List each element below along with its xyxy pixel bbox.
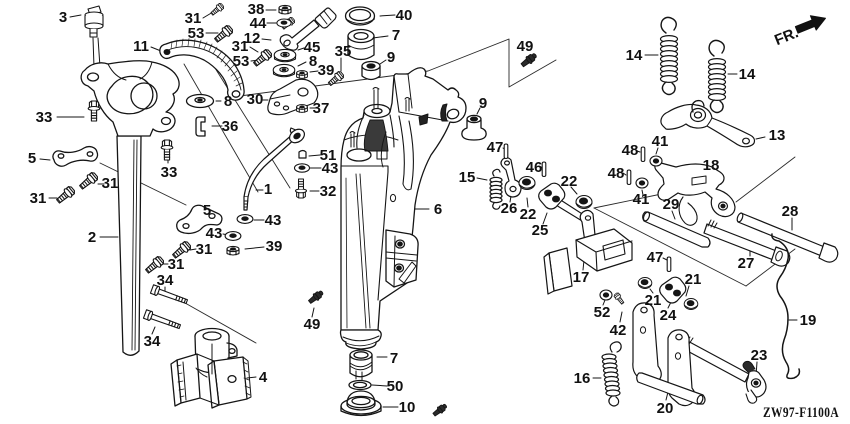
svg-text:39: 39	[318, 62, 335, 79]
svg-text:7: 7	[390, 350, 398, 367]
svg-text:8: 8	[309, 53, 317, 70]
svg-text:5: 5	[28, 150, 36, 167]
svg-text:22: 22	[561, 173, 578, 190]
svg-text:50: 50	[387, 378, 404, 395]
svg-text:53: 53	[188, 25, 205, 42]
svg-text:34: 34	[144, 333, 161, 350]
svg-text:21: 21	[685, 271, 702, 288]
svg-text:18: 18	[703, 157, 720, 174]
svg-text:43: 43	[322, 160, 339, 177]
svg-text:3: 3	[59, 9, 67, 26]
svg-text:4: 4	[259, 369, 268, 386]
svg-text:31: 31	[30, 190, 47, 207]
svg-text:1: 1	[264, 181, 272, 198]
svg-text:8: 8	[224, 93, 232, 110]
svg-text:22: 22	[520, 206, 537, 223]
svg-text:14: 14	[739, 66, 756, 83]
svg-text:9: 9	[479, 95, 487, 112]
svg-text:27: 27	[738, 255, 755, 272]
svg-text:10: 10	[399, 399, 416, 416]
svg-text:32: 32	[320, 183, 337, 200]
svg-text:14: 14	[626, 47, 643, 64]
svg-text:37: 37	[313, 100, 330, 117]
svg-text:31: 31	[102, 175, 119, 192]
svg-text:31: 31	[168, 256, 185, 273]
svg-text:31: 31	[196, 241, 213, 258]
svg-text:30: 30	[247, 91, 264, 108]
svg-text:48: 48	[608, 165, 625, 182]
svg-text:45: 45	[304, 39, 321, 56]
svg-text:49: 49	[304, 316, 321, 333]
svg-text:20: 20	[657, 400, 674, 417]
svg-text:15: 15	[459, 169, 476, 186]
svg-text:40: 40	[396, 7, 413, 24]
svg-text:31: 31	[232, 38, 249, 55]
svg-text:9: 9	[387, 49, 395, 66]
svg-text:44: 44	[250, 15, 267, 32]
svg-text:17: 17	[573, 269, 590, 286]
svg-text:38: 38	[248, 1, 265, 18]
svg-text:16: 16	[574, 370, 591, 387]
svg-text:5: 5	[203, 202, 211, 219]
svg-text:21: 21	[645, 292, 662, 309]
svg-text:28: 28	[782, 203, 799, 220]
svg-text:43: 43	[206, 225, 223, 242]
svg-text:24: 24	[660, 307, 677, 324]
svg-text:2: 2	[88, 229, 96, 246]
svg-text:51: 51	[320, 147, 337, 164]
svg-text:12: 12	[244, 30, 261, 47]
svg-text:23: 23	[751, 347, 768, 364]
svg-text:7: 7	[392, 27, 400, 44]
svg-text:46: 46	[526, 159, 543, 176]
svg-text:33: 33	[161, 164, 178, 181]
svg-text:42: 42	[610, 322, 627, 339]
svg-text:43: 43	[265, 212, 282, 229]
svg-text:26: 26	[501, 200, 518, 217]
svg-text:25: 25	[532, 222, 549, 239]
svg-text:11: 11	[133, 38, 149, 55]
svg-text:47: 47	[647, 249, 664, 266]
svg-text:39: 39	[266, 238, 283, 255]
svg-text:33: 33	[36, 109, 53, 126]
svg-text:34: 34	[157, 272, 174, 289]
svg-text:31: 31	[185, 10, 202, 27]
svg-text:48: 48	[622, 142, 639, 159]
svg-text:36: 36	[222, 118, 239, 135]
svg-text:52: 52	[594, 304, 611, 321]
svg-text:49: 49	[517, 38, 534, 55]
svg-text:13: 13	[769, 127, 786, 144]
svg-text:41: 41	[652, 133, 669, 150]
svg-text:41: 41	[633, 191, 650, 208]
svg-text:19: 19	[800, 312, 817, 329]
svg-text:53: 53	[233, 53, 250, 70]
svg-text:29: 29	[663, 196, 680, 213]
svg-text:6: 6	[434, 201, 442, 218]
svg-text:35: 35	[335, 43, 352, 60]
svg-text:ZW97-F1100A: ZW97-F1100A	[763, 405, 839, 421]
svg-text:47: 47	[487, 139, 504, 156]
